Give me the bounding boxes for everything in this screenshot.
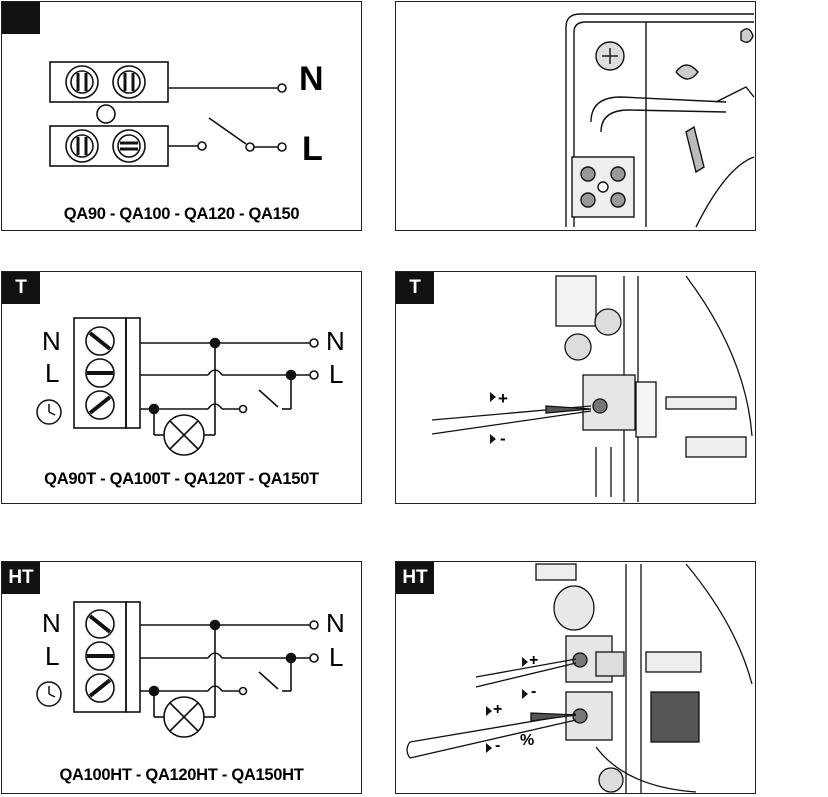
- timer-increase-arrow: [490, 392, 496, 402]
- panel-photo-humidity-adjust: HT + - + - %: [395, 561, 756, 794]
- panel-wiring-timer: T: [1, 271, 362, 504]
- panel-photo-terminal-block: [395, 1, 756, 231]
- left-n-label: N: [42, 326, 61, 356]
- illustration-terminal-block: [565, 13, 755, 228]
- humidity-increase-arrow: [522, 657, 528, 667]
- clock-icon: [36, 681, 62, 707]
- right-l-label: L: [329, 359, 344, 389]
- wiring-diagram-basic: [49, 61, 287, 167]
- illustration-timer-adjust: [431, 275, 753, 502]
- panel-tag: T: [2, 272, 40, 304]
- model-list: QA90T - QA100T - QA120T - QA150T: [44, 470, 319, 488]
- panel-tag: HT: [2, 562, 40, 594]
- panel-photo-timer-adjust: T + -: [395, 271, 756, 504]
- left-n-label: N: [42, 608, 61, 638]
- wiring-diagram-timer: [36, 317, 319, 456]
- timer-plus-label: +: [498, 389, 508, 408]
- right-n-label: N: [326, 326, 345, 356]
- percent-label: %: [520, 732, 535, 749]
- terminal-n-label: N: [299, 60, 324, 98]
- model-list: QA90 - QA100 - QA120 - QA150: [63, 205, 300, 223]
- panel-wiring-basic: N L QA90 - QA100 - QA120 - QA150: [1, 1, 362, 231]
- illustration-humidity-adjust: [406, 563, 753, 793]
- lower-plus-label: +: [493, 701, 503, 718]
- timer-decrease-arrow: [486, 743, 492, 753]
- model-list: QA100HT - QA120HT - QA150HT: [59, 766, 304, 784]
- panel-wiring-humidity-timer: HT: [1, 561, 362, 794]
- wiring-diagram-humidity-timer: [36, 601, 319, 738]
- terminal-l-label: L: [302, 130, 323, 168]
- panel-tag: HT: [396, 562, 434, 594]
- left-l-label: L: [45, 358, 60, 388]
- timer-decrease-arrow: [490, 434, 496, 444]
- terminal-block: [49, 61, 169, 167]
- clock-icon: [36, 399, 62, 425]
- lower-minus-label: -: [495, 737, 501, 754]
- upper-plus-label: +: [529, 652, 539, 669]
- timer-minus-label: -: [500, 429, 506, 448]
- right-l-label: L: [329, 642, 344, 672]
- panel-tag: T: [396, 272, 434, 304]
- humidity-decrease-arrow: [522, 689, 528, 699]
- right-n-label: N: [326, 608, 345, 638]
- upper-minus-label: -: [531, 683, 537, 700]
- left-l-label: L: [45, 641, 60, 671]
- panel-tag: [2, 2, 40, 34]
- timer-increase-arrow: [486, 706, 492, 716]
